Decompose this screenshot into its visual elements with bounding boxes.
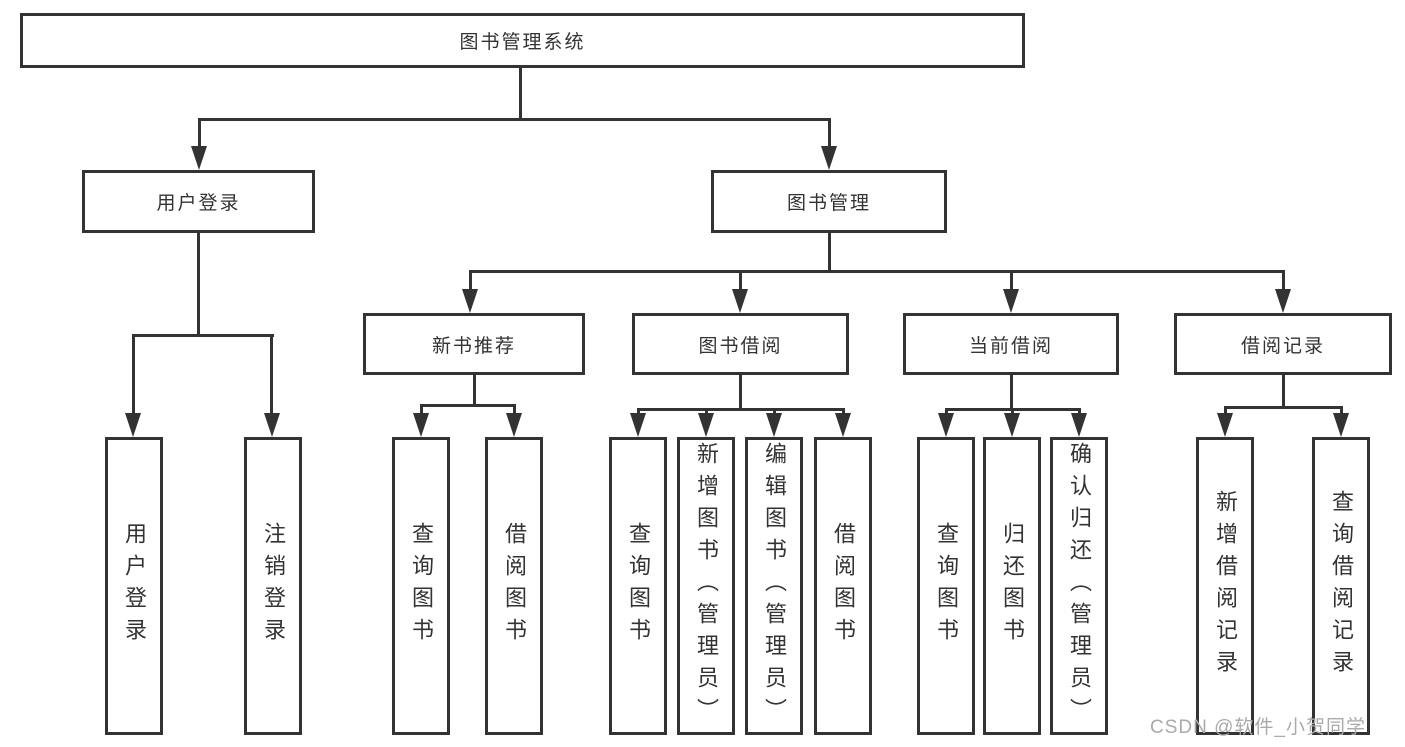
csdn-watermark: CSDN @软件_小贺同学 <box>1150 717 1366 738</box>
connector-line <box>1010 270 1013 291</box>
node-label: 借阅记录 <box>1240 335 1325 357</box>
arrowhead-icon <box>506 413 522 437</box>
connector-line <box>828 118 831 148</box>
connector-line <box>1224 406 1343 409</box>
node-book-management: 图书管理 <box>711 170 947 233</box>
node-current-borrow: 当前借阅 <box>903 313 1119 375</box>
node-label: 查询图书 <box>934 522 959 650</box>
connector-line <box>828 233 831 273</box>
connector-line <box>132 334 135 417</box>
node-label: 归还图书 <box>1000 522 1025 650</box>
node-book-borrow: 图书借阅 <box>632 313 849 375</box>
arrowhead-icon <box>1004 413 1020 437</box>
arrowhead-icon <box>732 289 748 313</box>
connector-line <box>1011 408 1014 416</box>
node-new-book-recommend: 新书推荐 <box>363 313 585 375</box>
connector-line <box>739 270 742 291</box>
node-label: 新增借阅记录 <box>1213 490 1238 682</box>
arrowhead-icon <box>835 413 851 437</box>
leaf-confirm-return-admin: 确认归还（管理员） <box>1050 437 1108 735</box>
node-label: 查询图书 <box>409 522 434 650</box>
connector-line <box>945 408 948 416</box>
arrowhead-icon <box>413 413 429 437</box>
connector-line <box>637 408 845 411</box>
arrowhead-icon <box>462 289 478 313</box>
connector-line <box>270 334 273 417</box>
connector-line <box>637 408 640 416</box>
leaf-user-login: 用户登录 <box>105 437 163 735</box>
leaf-return-books: 归还图书 <box>983 437 1041 735</box>
node-user-login: 用户登录 <box>82 170 315 233</box>
connector-line <box>1010 375 1013 411</box>
arrowhead-icon <box>821 146 837 170</box>
connector-line <box>198 118 201 148</box>
connector-line <box>132 334 274 337</box>
leaf-borrow-books-recommend: 借阅图书 <box>485 437 543 735</box>
node-label: 当前借阅 <box>968 335 1053 357</box>
node-label: 图书借阅 <box>698 335 783 357</box>
arrowhead-icon <box>125 413 141 437</box>
connector-line <box>469 270 1284 273</box>
connector-line <box>420 404 516 407</box>
node-label: 确认归还（管理员） <box>1067 442 1092 730</box>
connector-line <box>739 375 742 411</box>
node-library-system: 图书管理系统 <box>20 13 1025 68</box>
leaf-query-borrow-record: 查询借阅记录 <box>1312 437 1370 735</box>
arrowhead-icon <box>264 413 280 437</box>
arrowhead-icon <box>1217 413 1233 437</box>
connector-line <box>842 408 845 416</box>
connector-line <box>1282 270 1285 291</box>
connector-line <box>1224 406 1227 416</box>
connector-line <box>519 68 522 121</box>
connector-line <box>773 408 776 416</box>
connector-line <box>1078 408 1081 416</box>
connector-line <box>469 270 472 291</box>
node-label: 查询借阅记录 <box>1329 490 1354 682</box>
leaf-add-borrow-record: 新增借阅记录 <box>1196 437 1254 735</box>
node-label: 借阅图书 <box>831 522 856 650</box>
node-label: 编辑图书（管理员） <box>762 442 787 730</box>
leaf-logout: 注销登录 <box>244 437 302 735</box>
node-label: 图书管理系统 <box>459 32 586 53</box>
node-label: 新书推荐 <box>431 335 516 357</box>
connector-line <box>198 118 831 121</box>
arrowhead-icon <box>191 146 207 170</box>
connector-line <box>1340 406 1343 416</box>
arrowhead-icon <box>630 413 646 437</box>
connector-line <box>705 408 708 416</box>
node-label: 图书管理 <box>786 193 871 214</box>
node-label: 用户登录 <box>156 193 241 214</box>
leaf-query-books-current: 查询图书 <box>917 437 975 735</box>
connector-line <box>513 404 516 416</box>
leaf-borrow-books: 借阅图书 <box>814 437 872 735</box>
node-label: 新增图书（管理员） <box>694 442 719 730</box>
node-label: 注销登录 <box>261 522 286 650</box>
connector-line <box>473 375 476 407</box>
node-borrow-records: 借阅记录 <box>1174 313 1392 375</box>
node-label: 借阅图书 <box>502 522 527 650</box>
arrowhead-icon <box>1003 289 1019 313</box>
arrowhead-icon <box>1071 413 1087 437</box>
connector-line <box>197 233 200 337</box>
node-label: 查询图书 <box>626 522 651 650</box>
connector-line <box>420 404 423 416</box>
node-label: 用户登录 <box>122 522 147 650</box>
arrowhead-icon <box>766 413 782 437</box>
leaf-add-books-admin: 新增图书（管理员） <box>677 437 735 735</box>
connector-line <box>1282 375 1285 409</box>
leaf-edit-books-admin: 编辑图书（管理员） <box>745 437 803 735</box>
leaf-query-books-borrow: 查询图书 <box>609 437 667 735</box>
arrowhead-icon <box>1275 289 1291 313</box>
arrowhead-icon <box>938 413 954 437</box>
leaf-query-books-recommend: 查询图书 <box>392 437 450 735</box>
arrowhead-icon <box>698 413 714 437</box>
arrowhead-icon <box>1333 413 1349 437</box>
